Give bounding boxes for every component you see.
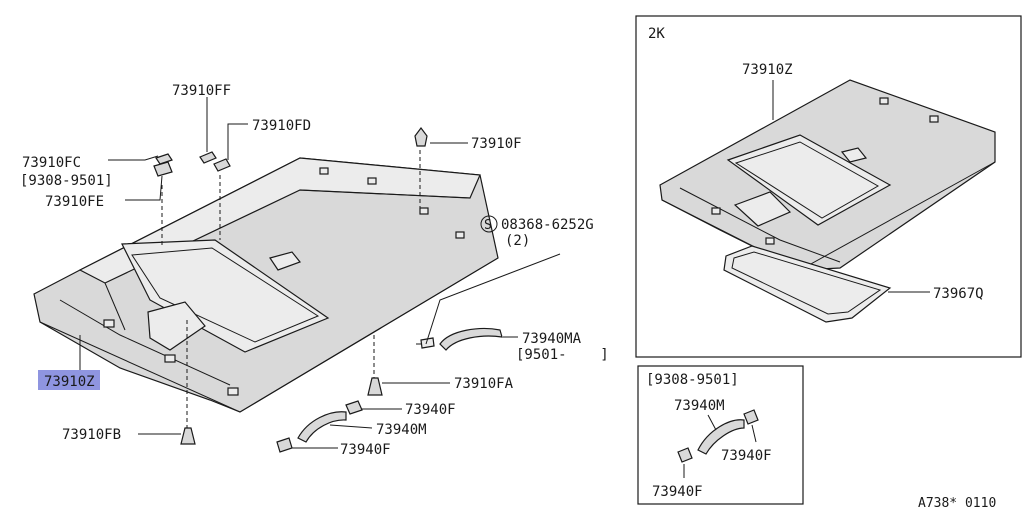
label-73910f: 73910F xyxy=(471,136,522,152)
cap-73940f-bottom-icon xyxy=(276,437,293,453)
label-range-73940m: 73940M xyxy=(674,398,725,414)
label-73910fa: 73910FA xyxy=(454,376,514,392)
clip-73910f-icon xyxy=(414,127,428,147)
highlight-73910z xyxy=(38,370,100,390)
label-73910fc-range: [9308-9501] xyxy=(20,173,113,189)
footer-diagram-code: A738* 0110 xyxy=(918,496,996,510)
clip-73910fa-icon xyxy=(367,377,383,396)
clip-73910fd-icon xyxy=(213,158,231,172)
label-73940ma-range: [9501- ] xyxy=(516,347,609,363)
label-73910fc: 73910FC xyxy=(22,155,81,171)
clip-73910fb-icon xyxy=(180,427,196,445)
label-73910fb: 73910FB xyxy=(62,427,121,443)
clip-73910ff-icon xyxy=(199,151,217,164)
sunroof-lid-2k xyxy=(723,245,892,323)
inset-assist-grip-icon xyxy=(697,419,745,455)
inset-2k-frame xyxy=(635,15,1022,358)
label-73940f-top: 73940F xyxy=(405,402,456,418)
screw-symbol-icon: S xyxy=(480,215,498,233)
label-screw-qty: (2) xyxy=(505,233,530,249)
label-range-73940f-right: 73940F xyxy=(721,448,772,464)
label-2k-73910z: 73910Z xyxy=(742,62,793,78)
label-range-73940f-left: 73940F xyxy=(652,484,703,500)
label-2k-73967q: 73967Q xyxy=(933,286,984,302)
clip-73910fc-icon xyxy=(155,153,173,165)
inset-cap-right-icon xyxy=(743,409,759,425)
inset-cap-left-icon xyxy=(677,447,693,463)
label-08368-6252g: 08368-6252G xyxy=(501,217,594,233)
cap-73940f-top-icon xyxy=(345,400,363,415)
label-73940ma: 73940MA xyxy=(522,331,582,347)
assist-grip-73940ma-icon xyxy=(416,327,503,351)
label-73910fd: 73910FD xyxy=(252,118,311,134)
label-73910z-main[interactable]: 73910Z xyxy=(44,374,95,390)
screw-symbol-letter: S xyxy=(484,218,492,233)
headlining-2k xyxy=(659,79,996,271)
label-73910ff: 73910FF xyxy=(172,83,231,99)
inset-2k-title: 2K xyxy=(648,26,665,42)
headlining-main xyxy=(33,157,499,413)
label-73940m: 73940M xyxy=(376,422,427,438)
inset-range-title: [9308-9501] xyxy=(646,372,739,388)
inset-range-frame xyxy=(637,365,804,505)
assist-grip-73940m-icon xyxy=(297,411,347,443)
clip-73910fe-icon xyxy=(153,161,173,177)
label-73910fe: 73910FE xyxy=(45,194,104,210)
label-73940f-bottom: 73940F xyxy=(340,442,391,458)
